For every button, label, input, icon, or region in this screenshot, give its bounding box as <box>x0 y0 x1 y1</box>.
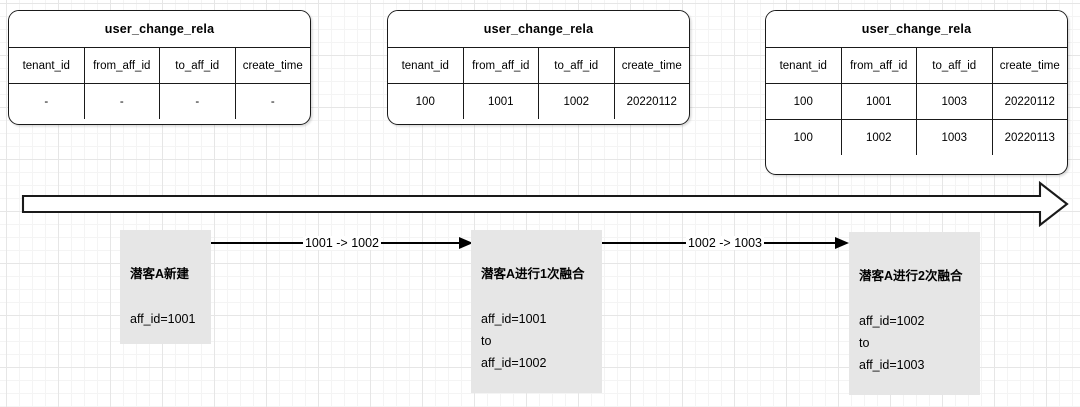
stage-title: 潜客A进行1次融合 <box>481 267 585 281</box>
stage-line: aff_id=1002 <box>859 314 925 328</box>
stage-detail-lines: aff_id=1001 to aff_id=1002 <box>481 308 596 374</box>
cell-from-aff-id: - <box>85 84 160 119</box>
cell-to-aff-id: 1002 <box>539 84 615 119</box>
table-header-row: tenant_id from_aff_id to_aff_id create_t… <box>9 48 310 84</box>
column-header-tenant-id: tenant_id <box>388 48 464 83</box>
cell-create-time: 20220112 <box>626 95 677 108</box>
connector-label: 1002 -> 1003 <box>685 236 765 250</box>
stage-title: 潜客A进行2次融合 <box>859 269 963 283</box>
column-header-to-aff-id: to_aff_id <box>917 48 993 83</box>
column-header-tenant-id: tenant_id <box>766 48 842 83</box>
cell-from-aff-id: 1001 <box>842 84 917 119</box>
cell-tenant-id: - <box>9 84 85 119</box>
cell-tenant-id: 100 <box>388 84 464 119</box>
timeline-arrow <box>21 181 1069 227</box>
column-header-tenant-id: tenant_id <box>9 48 85 83</box>
stage-title: 潜客A新建 <box>130 267 190 281</box>
cell-from-aff-id: 1002 <box>842 120 917 155</box>
cell-tenant-id: 100 <box>766 84 842 119</box>
table-row: 100 1001 1003 20220112 <box>766 84 1067 120</box>
cell-to-aff-id: 1003 <box>917 84 993 119</box>
table-title: user_change_rela <box>388 11 689 48</box>
table-header-row: tenant_id from_aff_id to_aff_id create_t… <box>388 48 689 84</box>
column-header-to-aff-id: to_aff_id <box>160 48 236 83</box>
cell-create-time: 20220112 <box>1004 95 1055 108</box>
column-header-from-aff-id: from_aff_id <box>464 48 539 83</box>
table-title: user_change_rela <box>9 11 310 48</box>
connector-1002-to-1003: 1002 -> 1003 <box>601 230 849 256</box>
cell-to-aff-id: 1003 <box>917 120 993 155</box>
column-header-to-aff-id: to_aff_id <box>539 48 615 83</box>
table-header-row: tenant_id from_aff_id to_aff_id create_t… <box>766 48 1067 84</box>
column-header-create-time: create_time <box>999 59 1060 72</box>
stage-line: to <box>859 336 870 350</box>
column-header-create-time: create_time <box>621 59 682 72</box>
entity-table-3: user_change_rela tenant_id from_aff_id t… <box>765 10 1068 175</box>
stage-box-merge-2: 潜客A进行2次融合 aff_id=1002 to aff_id=1003 <box>849 232 980 395</box>
cell-from-aff-id: 1001 <box>464 84 539 119</box>
cell-to-aff-id: - <box>160 84 236 119</box>
table-row: - - - - <box>9 84 310 119</box>
stage-line: aff_id=1003 <box>859 358 925 372</box>
cell-create-time: 20220113 <box>1004 131 1055 144</box>
stage-line: to <box>481 334 492 348</box>
connector-1001-to-1002: 1001 -> 1002 <box>211 230 473 256</box>
stage-box-merge-1: 潜客A进行1次融合 aff_id=1001 to aff_id=1002 <box>471 230 602 393</box>
stage-line: aff_id=1002 <box>481 356 547 370</box>
entity-table-2: user_change_rela tenant_id from_aff_id t… <box>387 10 690 125</box>
table-row: 100 1002 1003 20220113 <box>766 120 1067 155</box>
stage-line: aff_id=1001 <box>130 312 196 326</box>
stage-detail-lines: aff_id=1002 to aff_id=1003 <box>859 310 974 376</box>
cell-create-time: - <box>270 95 275 108</box>
column-header-from-aff-id: from_aff_id <box>842 48 917 83</box>
stage-detail-lines: aff_id=1001 <box>130 308 205 330</box>
column-header-from-aff-id: from_aff_id <box>85 48 160 83</box>
table-title: user_change_rela <box>766 11 1067 48</box>
column-header-create-time: create_time <box>242 59 303 72</box>
stage-box-create: 潜客A新建 aff_id=1001 <box>120 230 211 344</box>
connector-label: 1001 -> 1002 <box>302 236 382 250</box>
table-row: 100 1001 1002 20220112 <box>388 84 689 119</box>
cell-tenant-id: 100 <box>766 120 842 155</box>
stage-line: aff_id=1001 <box>481 312 547 326</box>
entity-table-1: user_change_rela tenant_id from_aff_id t… <box>8 10 311 125</box>
